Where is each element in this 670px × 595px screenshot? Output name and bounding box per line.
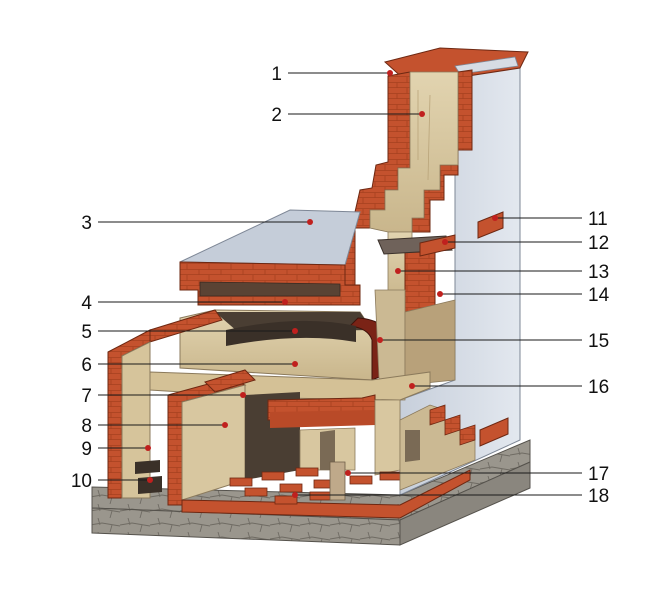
label-8: 8 [81, 416, 92, 437]
label-14: 14 [588, 285, 610, 306]
label-13: 13 [588, 262, 609, 283]
marker-14 [437, 291, 443, 297]
label-15: 15 [588, 331, 609, 352]
oven-crown-bricks [179, 261, 361, 306]
label-16: 16 [588, 377, 609, 398]
label-7: 7 [81, 386, 92, 407]
marker-1 [387, 70, 393, 76]
marker-2 [419, 111, 425, 117]
label-18: 18 [588, 486, 609, 507]
marker-10 [147, 477, 153, 483]
marker-4 [282, 299, 288, 305]
label-4: 4 [81, 293, 92, 314]
marker-3 [307, 219, 313, 225]
marker-13 [395, 268, 401, 274]
lower-stepped-channels [399, 404, 476, 491]
marker-16 [409, 383, 415, 389]
marker-17 [345, 470, 351, 476]
marker-9 [145, 445, 151, 451]
firebox [245, 392, 401, 480]
callout-labels: 1 2 3 4 5 6 7 8 9 10 11 12 13 14 15 16 1… [71, 64, 610, 507]
label-10: 10 [71, 471, 92, 492]
label-1: 1 [271, 64, 282, 85]
marker-12 [442, 239, 448, 245]
stove-top-surface [179, 209, 361, 266]
label-9: 9 [81, 439, 92, 460]
marker-18 [292, 492, 298, 498]
marker-6 [292, 361, 298, 367]
marker-15 [377, 337, 383, 343]
marker-5 [292, 328, 298, 334]
marker-8 [222, 422, 228, 428]
marker-7 [240, 392, 246, 398]
marker-11 [492, 215, 498, 221]
marker-dots [145, 70, 498, 498]
leader-lines [98, 72, 582, 496]
label-3: 3 [81, 213, 92, 234]
label-2: 2 [271, 105, 282, 126]
label-12: 12 [588, 233, 609, 254]
label-6: 6 [81, 355, 92, 376]
label-17: 17 [588, 464, 609, 485]
ash-pit-grate [181, 461, 471, 519]
label-5: 5 [81, 322, 92, 343]
label-11: 11 [588, 209, 608, 230]
